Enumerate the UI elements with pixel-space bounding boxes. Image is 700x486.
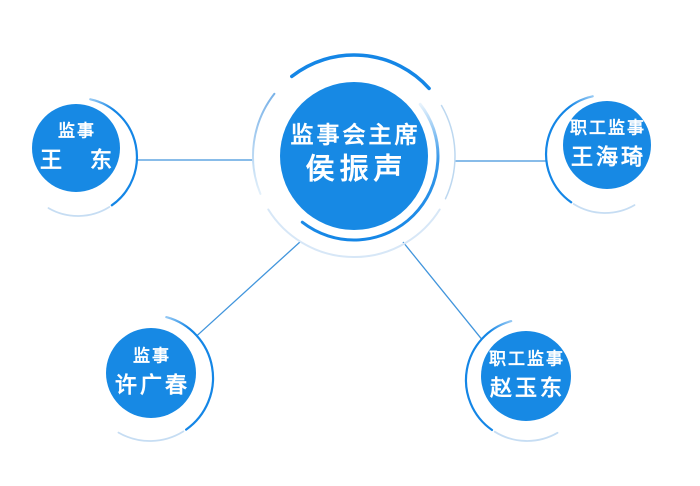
node-bottom-right-graphic	[464, 320, 571, 442]
node-top-left-circle	[32, 104, 120, 192]
center-outer-ring-bottom-arc	[267, 208, 441, 258]
node-bottom-right-circle	[481, 331, 571, 421]
node-bottom-left-ring-arc	[165, 316, 215, 431]
node-bottom-left-circle	[106, 328, 196, 418]
node-top-left-ring-light-arc	[47, 206, 111, 217]
node-bottom-left-ring-light-arc	[117, 430, 185, 442]
connector-line-bottom-left	[196, 241, 301, 337]
node-top-left-graphic	[32, 98, 139, 217]
node-top-right-ring-arc	[544, 95, 594, 204]
node-top-right-ring-light-arc	[572, 203, 636, 214]
node-bottom-right-ring-arc	[464, 320, 513, 432]
node-top-left-ring-arc	[89, 98, 139, 207]
connector-line-bottom-right	[402, 241, 483, 340]
node-top-right-circle	[563, 101, 651, 189]
center-node-graphic	[252, 53, 456, 258]
center-outer-ring-left-arc	[252, 92, 276, 195]
node-bottom-right-ring-light-arc	[493, 430, 559, 442]
center-outer-ring-right-arc	[440, 104, 456, 200]
connector-lines	[137, 159, 547, 340]
center-crescent-arc	[300, 102, 440, 242]
node-bottom-left-graphic	[106, 316, 215, 442]
center-outer-ring-top-arc	[290, 53, 431, 91]
center-node-circle	[280, 82, 428, 230]
node-top-right-graphic	[544, 95, 651, 214]
